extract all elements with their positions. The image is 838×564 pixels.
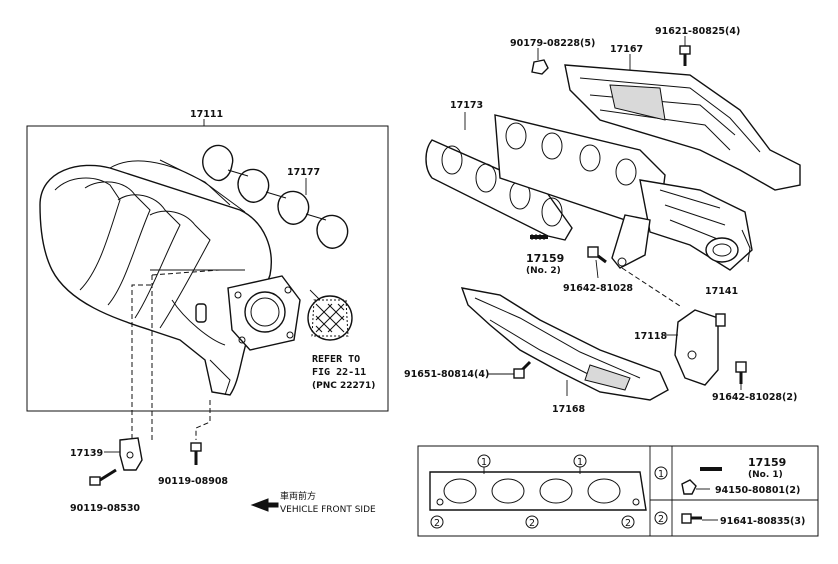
legend-circle-1b: 1 <box>577 457 583 468</box>
refer-line3: (PNC 22271) <box>312 381 375 391</box>
label-90119-08530: 90119-08530 <box>70 503 140 514</box>
throttle-flange <box>227 275 301 351</box>
label-90179-08228: 90179-08228(5) <box>510 38 595 49</box>
label-90119-08908: 90119-08908 <box>158 476 228 487</box>
label-91621-80825: 91621-80825(4) <box>655 26 740 37</box>
heat-insulator-upper <box>564 64 801 191</box>
bracket-17139 <box>119 437 143 471</box>
stay-17118 <box>674 309 726 386</box>
intake-manifold <box>39 159 272 396</box>
legend-17159-sub: (No. 1) <box>748 470 783 480</box>
label-17118: 17118 <box>634 331 667 342</box>
refer-line1: REFER TO <box>312 354 360 365</box>
direction-en: VEHICLE FRONT SIDE <box>280 505 376 515</box>
bolt-90119-08908 <box>190 442 202 465</box>
label-17141: 17141 <box>705 286 738 297</box>
label-17168: 17168 <box>552 404 585 415</box>
bolt-91642-81028-a <box>587 246 607 264</box>
bolt-90119-08530 <box>89 468 117 486</box>
legend-circle-2a: 2 <box>434 518 440 529</box>
label-17139: 17139 <box>70 448 103 459</box>
label-17111: 17111 <box>190 109 223 120</box>
legend-circle-1a: 1 <box>481 457 487 468</box>
heat-insulator-lower <box>460 287 669 401</box>
legend-circle-2d: 2 <box>658 514 664 525</box>
label-17167: 17167 <box>610 44 643 55</box>
legend-box: 1 1 2 2 2 1 2 17159 (No. 1) 94150-80801(… <box>417 445 819 537</box>
intake-gasket <box>202 144 349 249</box>
stud-17159-no2 <box>530 234 548 240</box>
intake-group-frame <box>26 125 389 412</box>
exhaust-manifold <box>494 114 753 271</box>
label-17177: 17177 <box>287 167 320 178</box>
bolt-91621 <box>679 45 691 66</box>
legend-circle-1c: 1 <box>658 469 664 480</box>
vehicle-front-arrow-icon <box>250 498 279 512</box>
legend-circle-2b: 2 <box>529 518 535 529</box>
legend-91641: 91641-80835(3) <box>720 516 805 527</box>
bolt-91641-icon <box>681 513 692 524</box>
label-17173: 17173 <box>450 100 483 111</box>
label-17159-no2-sub: (No. 2) <box>526 266 561 276</box>
label-17159-no2: 17159 <box>526 252 564 265</box>
label-91642-81028: 91642-81028 <box>563 283 633 294</box>
legend-circle-2c: 2 <box>625 518 631 529</box>
part-17141 <box>741 229 751 263</box>
legend-17159: 17159 <box>748 456 786 469</box>
direction-jp: 車両前方 <box>280 490 316 502</box>
legend-94150: 94150-80801(2) <box>715 485 800 496</box>
label-91642-81028-2: 91642-81028(2) <box>712 392 797 403</box>
nut-90179 <box>531 59 549 75</box>
refer-throttle-body-icon <box>307 295 353 341</box>
nut-94150-icon <box>681 479 697 495</box>
refer-line2: FIG 22-11 <box>312 367 366 378</box>
exhaust-gasket <box>425 139 573 241</box>
bolt-91642-81028-b <box>735 361 747 384</box>
bolt-91651 <box>513 360 532 379</box>
label-91651-80814: 91651-80814(4) <box>404 369 489 380</box>
